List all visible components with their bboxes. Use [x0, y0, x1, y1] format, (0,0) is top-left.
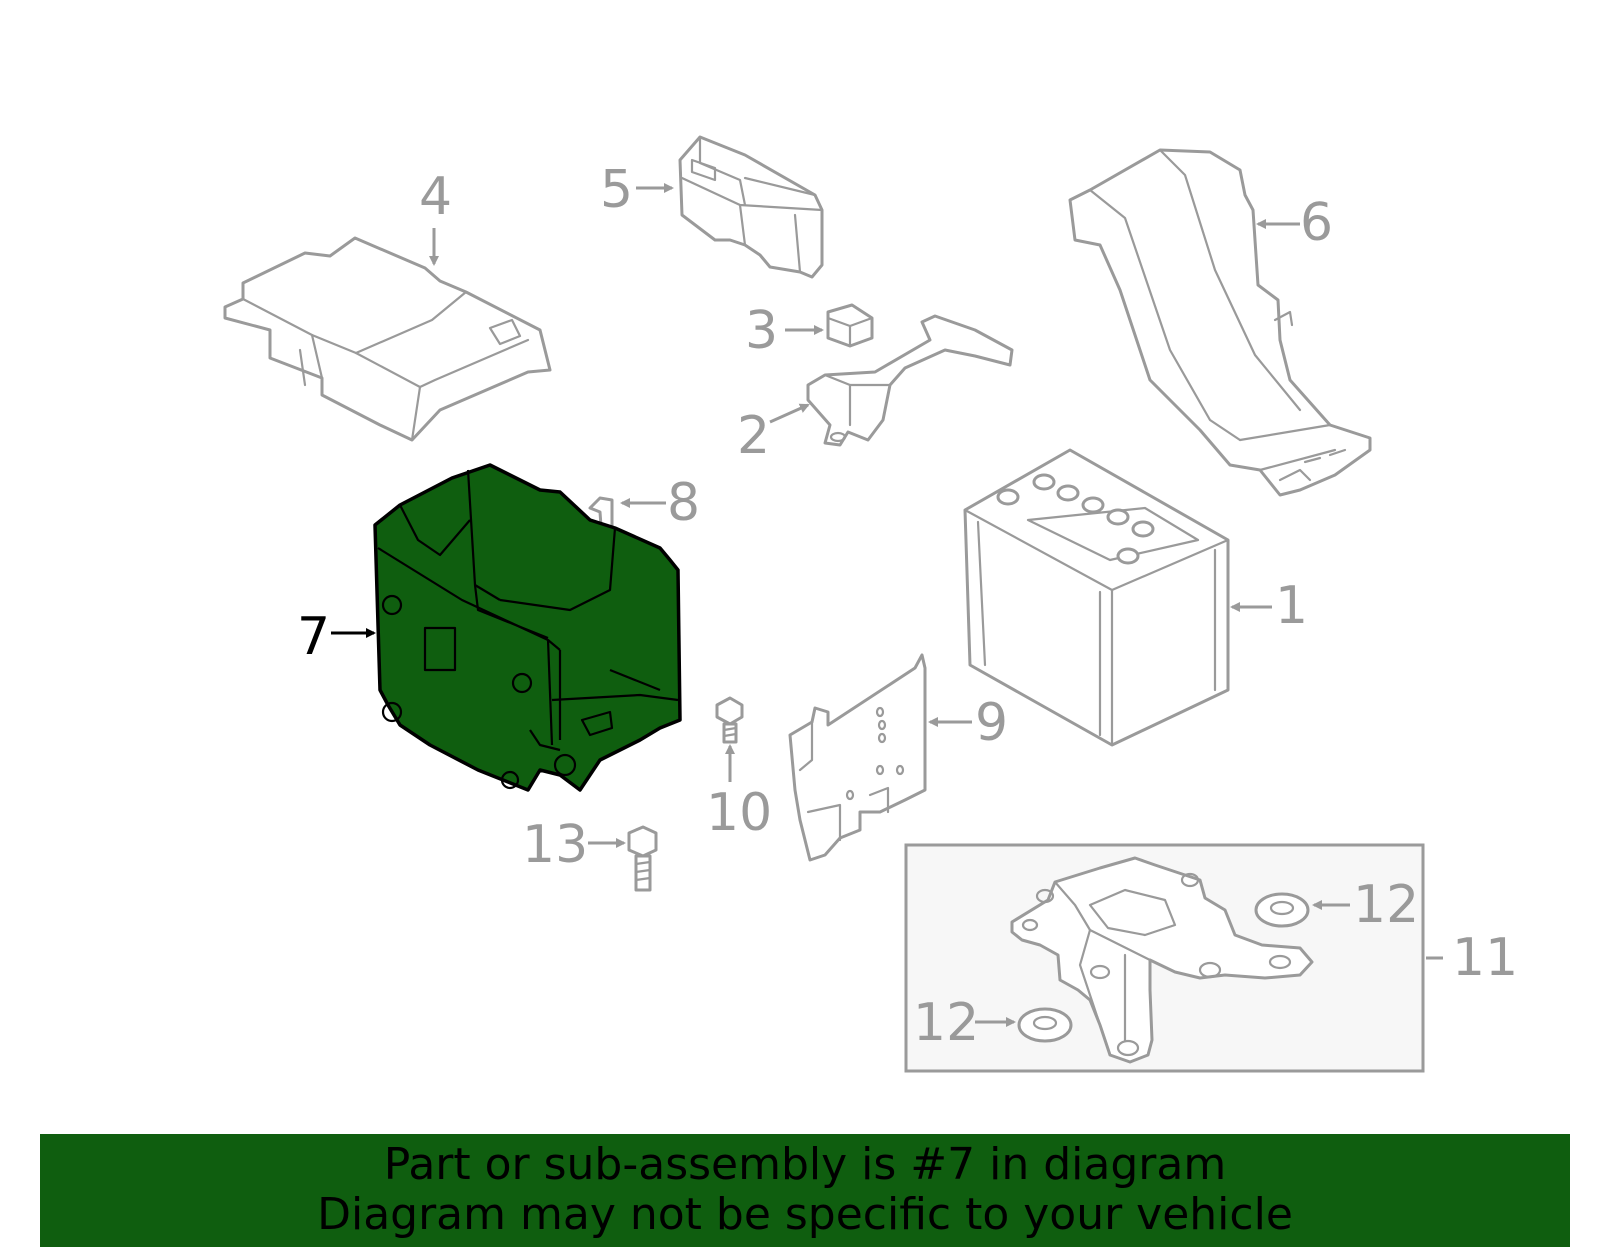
callout-11[interactable]: 11	[1452, 928, 1518, 988]
part-11-battery-support-base	[1010, 856, 1314, 1064]
callout-12-right[interactable]: 12	[1353, 875, 1419, 935]
part-2-hold-down-bracket[interactable]	[806, 314, 1014, 447]
info-banner: Part or sub-assembly is #7 in diagram Di…	[40, 1134, 1570, 1247]
callout-labels: 4 5 3 2 6 1 8 7 9 10 13 12 11 12	[297, 160, 1518, 1053]
part-1-battery[interactable]	[963, 448, 1230, 747]
plate-holes	[845, 706, 905, 801]
callout-13[interactable]: 13	[522, 815, 588, 875]
part-7-battery-tray[interactable]	[373, 463, 682, 792]
callout-5[interactable]: 5	[600, 160, 633, 220]
part-9-bracket-plate[interactable]	[788, 653, 927, 862]
leader-lines	[331, 183, 1350, 1027]
callout-10[interactable]: 10	[706, 783, 772, 843]
part-12-washer-right[interactable]	[1254, 892, 1310, 928]
battery-terminals	[996, 473, 1155, 565]
banner-line-2: Diagram may not be specific to your vehi…	[317, 1189, 1293, 1240]
part-3-nut[interactable]	[826, 303, 874, 348]
callout-7[interactable]: 7	[297, 607, 330, 667]
part-4-battery-cover[interactable]	[223, 236, 552, 442]
callout-1[interactable]: 1	[1275, 576, 1308, 636]
part-13-bolt[interactable]	[627, 825, 658, 892]
callout-12-left[interactable]: 12	[913, 993, 979, 1053]
callout-2[interactable]: 2	[737, 406, 770, 466]
part-6-air-duct[interactable]	[1068, 148, 1372, 497]
callout-4[interactable]: 4	[419, 167, 452, 227]
part-10-bolt[interactable]	[715, 696, 744, 744]
part-5-terminal-cover[interactable]	[678, 135, 824, 279]
part-12-washer-left[interactable]	[1017, 1007, 1073, 1043]
callout-6[interactable]: 6	[1300, 193, 1333, 253]
banner-line-1: Part or sub-assembly is #7 in diagram	[383, 1139, 1227, 1190]
callout-3[interactable]: 3	[745, 301, 778, 361]
callout-8[interactable]: 8	[667, 473, 700, 533]
part-11-group-box[interactable]	[904, 843, 1443, 1073]
callout-9[interactable]: 9	[975, 693, 1008, 753]
